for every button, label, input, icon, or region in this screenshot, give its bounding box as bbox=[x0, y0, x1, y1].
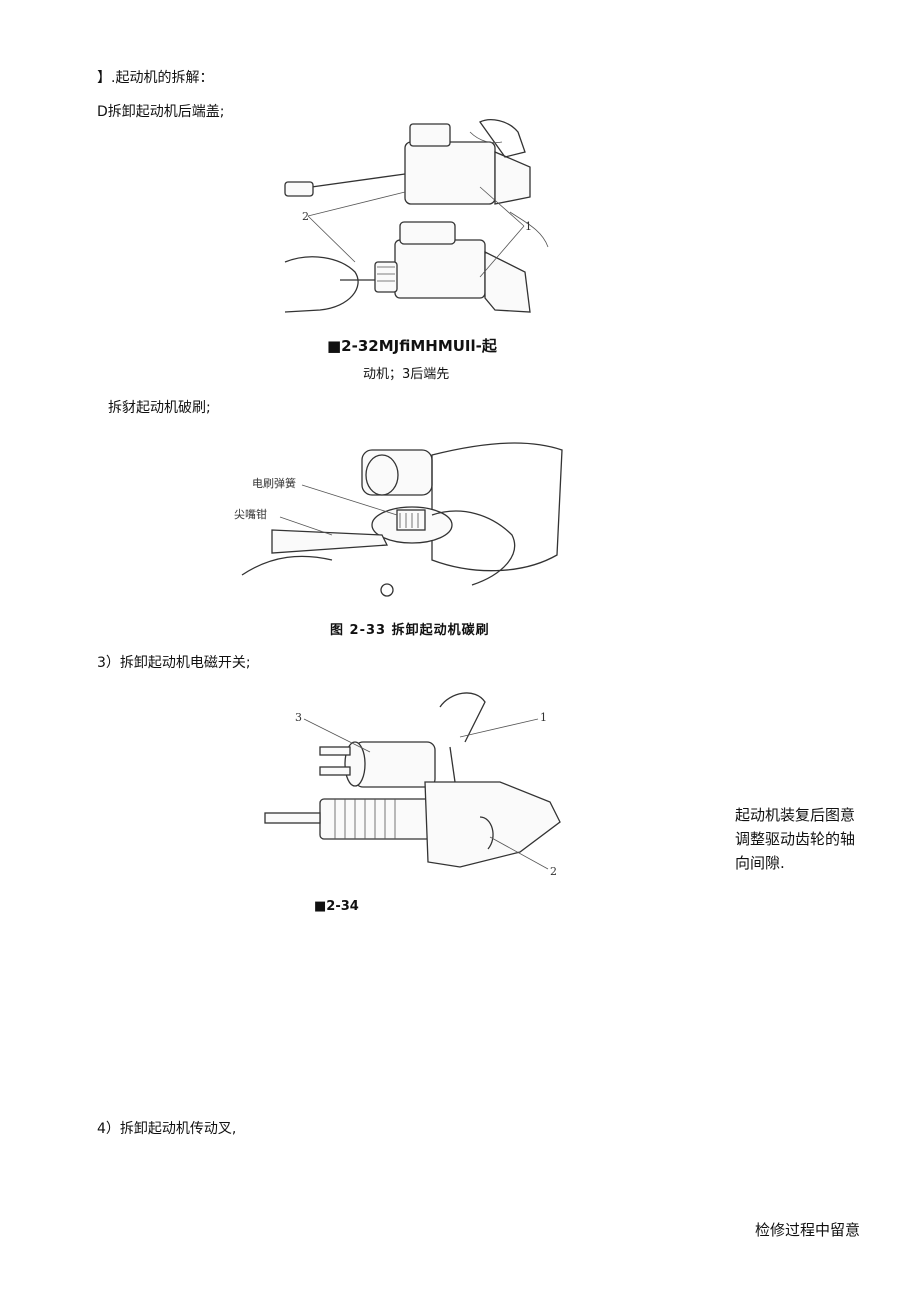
figure-2-33-caption: 图 2-33 拆卸起动机碳刷 bbox=[330, 623, 490, 638]
figure-2-33-callout-pliers: 尖嘴钳 bbox=[234, 508, 267, 521]
step-3-text: 3）拆卸起动机电磁开关; bbox=[97, 655, 251, 671]
figure-2-33-illustration: 电刷弹簧 尖嘴钳 bbox=[232, 435, 567, 605]
section-heading: 】.起动机的拆解： bbox=[97, 70, 214, 86]
side-note: 起动机装复后图意 调整驱动齿轮的轴 向间隙. bbox=[735, 803, 855, 875]
figure-2-32-illustration: 2 1 bbox=[280, 112, 552, 327]
step-1-text: D拆卸起动机后端盖; bbox=[97, 104, 225, 120]
footer-note: 检修过程中留意 bbox=[755, 1221, 861, 1239]
side-note-line-2: 调整驱动齿轮的轴 bbox=[735, 830, 856, 848]
figure-2-33-callout-spring: 电刷弹簧 bbox=[252, 476, 296, 490]
figure-2-34-caption: ■2-34 bbox=[314, 899, 359, 914]
svg-text:2: 2 bbox=[550, 865, 557, 878]
figure-2-34-illustration: 3 1 2 bbox=[260, 687, 565, 879]
svg-text:1: 1 bbox=[525, 220, 532, 233]
step-2-text: 拆豺起动机破刷; bbox=[108, 400, 211, 416]
svg-text:1: 1 bbox=[540, 711, 547, 724]
side-note-line-3: 向间隙. bbox=[735, 854, 785, 872]
figure-2-32-caption-line2: 动机；3后端先 bbox=[363, 367, 450, 382]
step-4-text: 4）拆卸起动机传动叉, bbox=[97, 1121, 237, 1137]
svg-text:2: 2 bbox=[302, 210, 309, 223]
svg-text:3: 3 bbox=[295, 711, 302, 724]
side-note-line-1: 起动机装复后图意 bbox=[735, 806, 856, 824]
figure-2-32-caption-line1: ■2-32MJfiMHMUIl-起 bbox=[327, 337, 497, 355]
